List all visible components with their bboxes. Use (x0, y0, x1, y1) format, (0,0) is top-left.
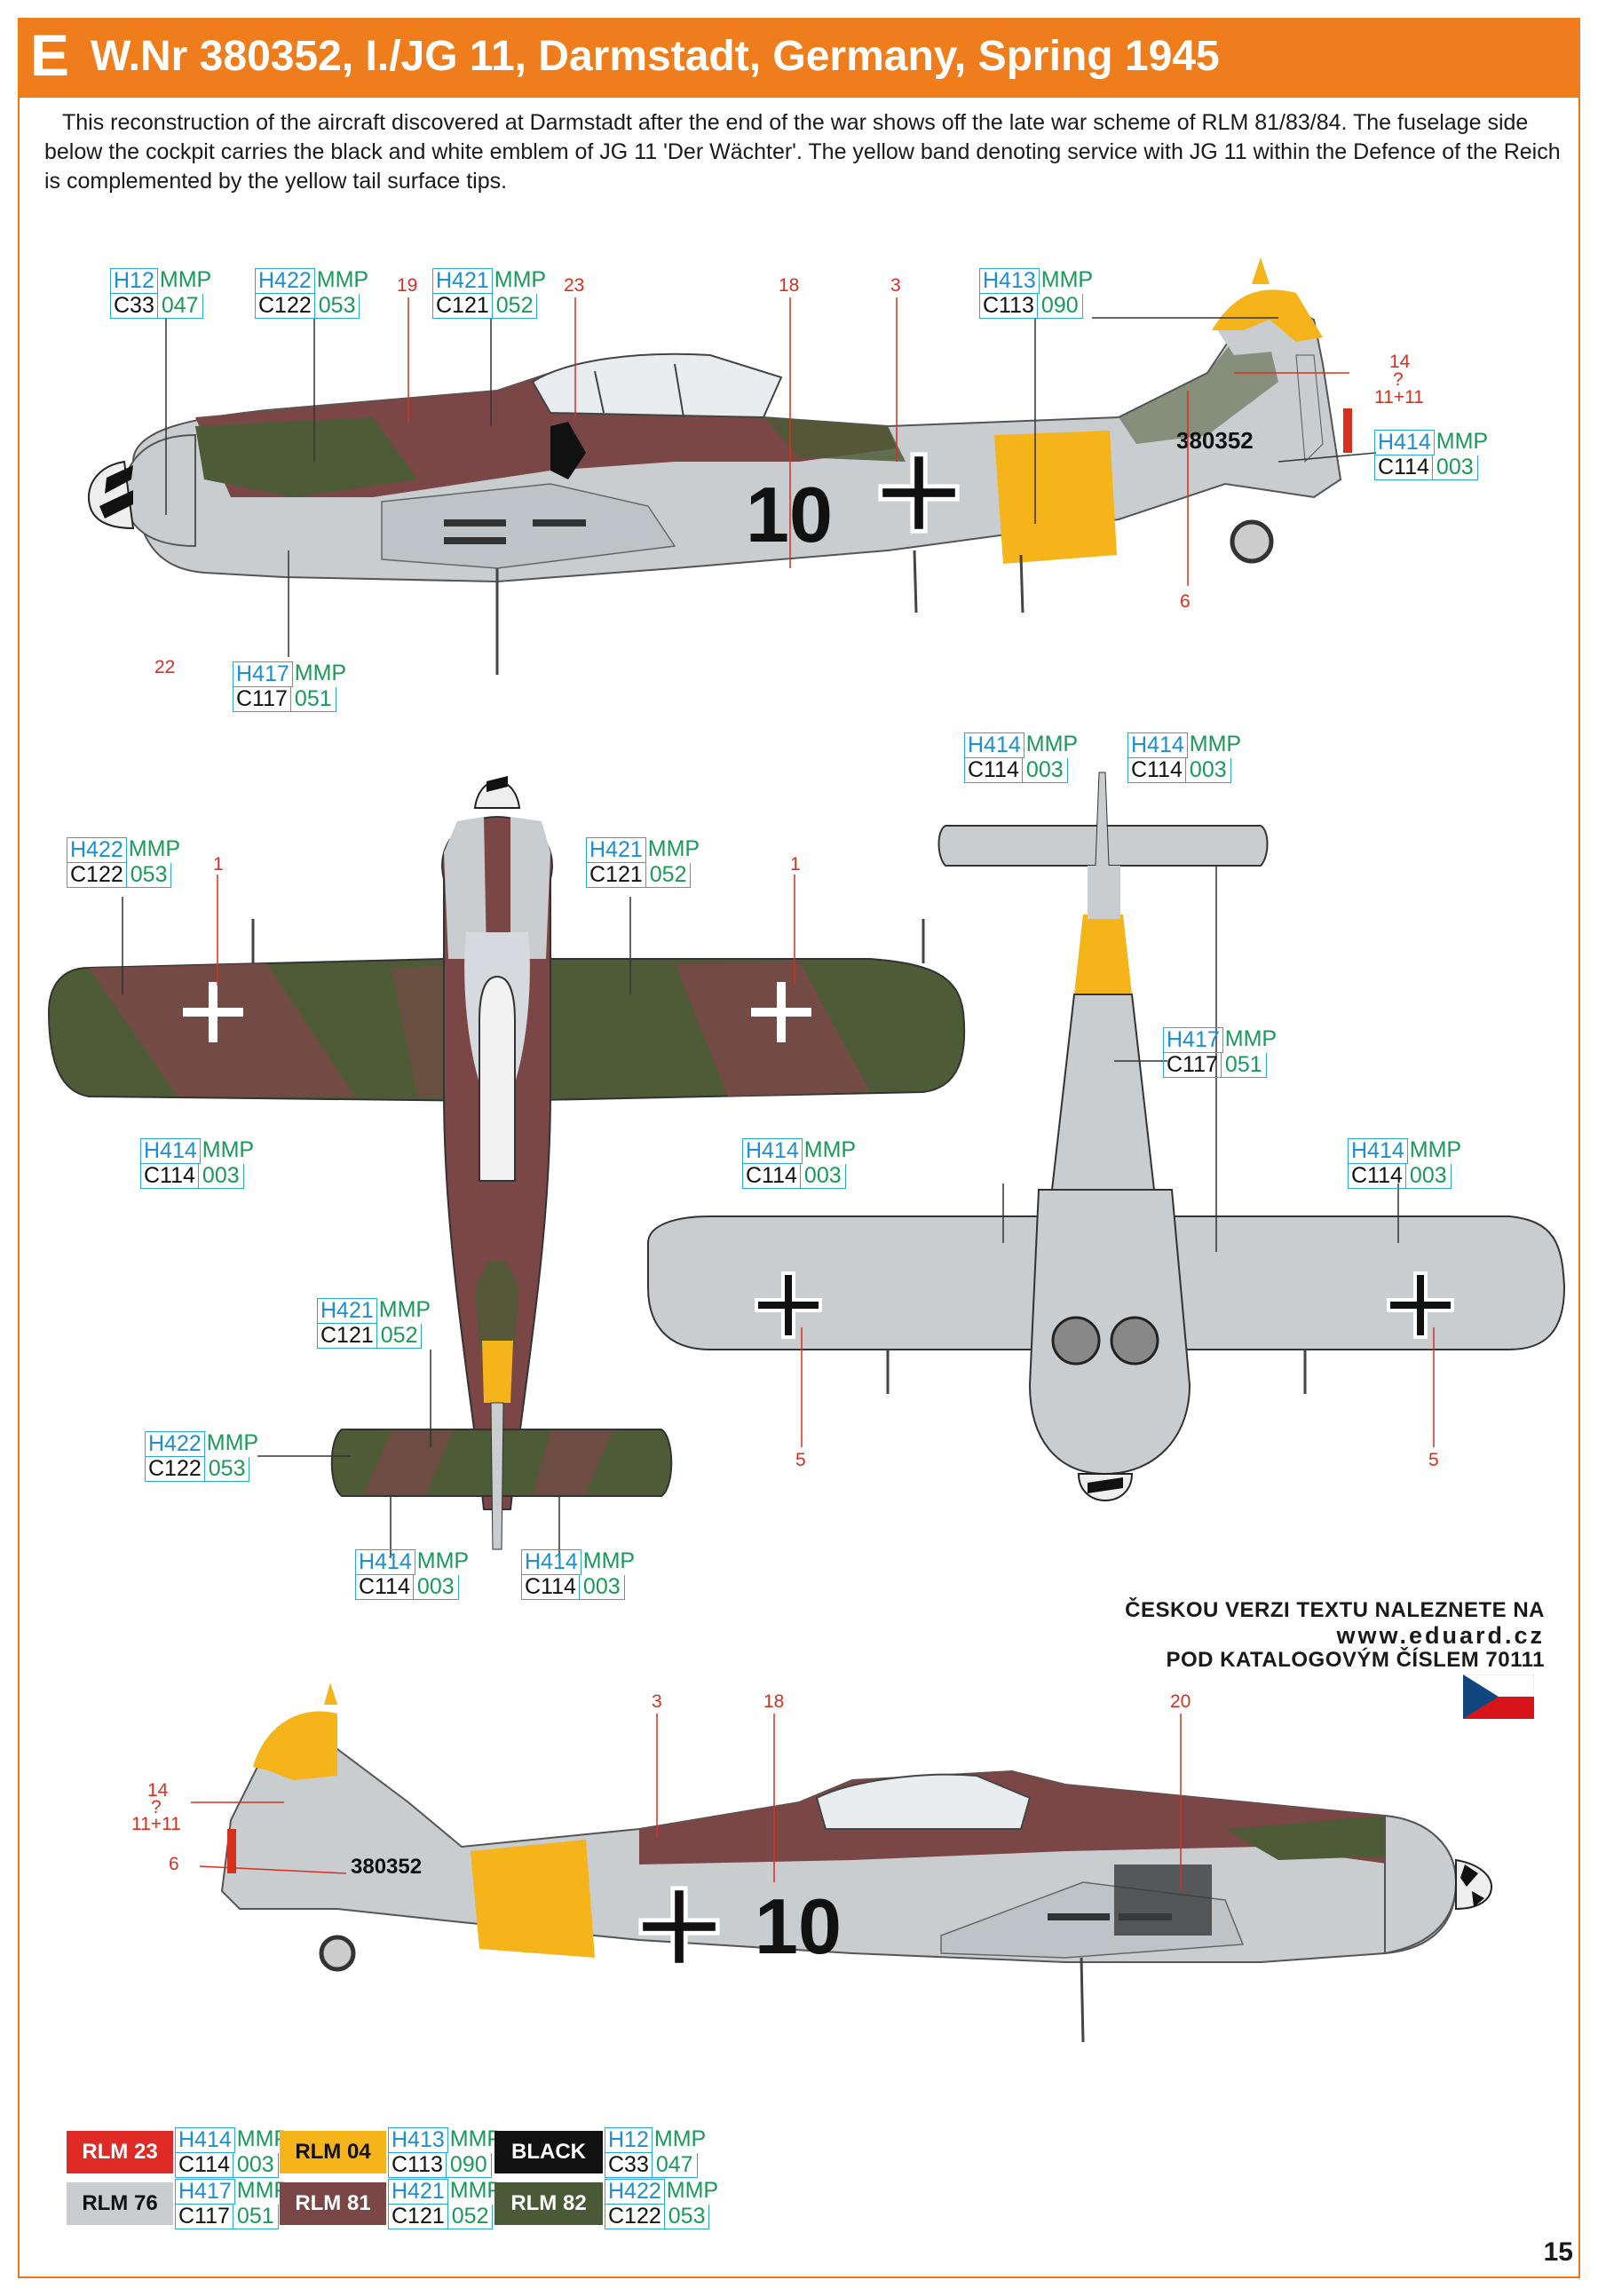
side-view-right: 10 380352 (220, 1682, 1493, 2043)
top-view (47, 776, 966, 1550)
callout-number: 5 (795, 1450, 806, 1470)
side-code-right: 10 (755, 1882, 842, 1970)
profile-title: W.Nr 380352, I./JG 11, Darmstadt, German… (91, 33, 1220, 80)
callout-number: 20 (1170, 1691, 1191, 1712)
callout-number: 14 (147, 1780, 169, 1801)
side-view-left: 10 380352 (87, 257, 1352, 675)
callout-number: 11+11 (1374, 387, 1424, 408)
callout-number: 5 (1428, 1450, 1439, 1470)
werknummer-left: 380352 (1176, 427, 1254, 454)
legend-swatch-rlm82: RLM 82 (494, 2182, 603, 2225)
side-code-left: 10 (746, 471, 833, 558)
callout-number: 1 (790, 854, 801, 875)
legend-swatch-black: BLACK (494, 2131, 603, 2173)
callout-number: 11+11 (131, 1814, 181, 1834)
profile-letter: E (30, 22, 70, 88)
callout-number: 23 (564, 275, 585, 296)
czech-version-note: ČESKOU VERZI TEXTU NALEZNETE NA www.edua… (1048, 1598, 1545, 1673)
callout-number: ? (151, 1797, 162, 1817)
intro-paragraph: This reconstruction of the aircraft disc… (44, 110, 1561, 194)
legend-swatch-rlm23: RLM 23 (67, 2131, 173, 2173)
callout-number: 3 (890, 275, 901, 296)
czech-flag-icon (1463, 1674, 1534, 1719)
callout-number: ? (1393, 369, 1404, 390)
callout-number: 6 (1180, 591, 1191, 612)
bottom-view (647, 772, 1566, 1501)
website-link[interactable]: www.eduard.cz (1336, 1622, 1545, 1649)
callout-number: 3 (652, 1691, 662, 1712)
callout-number: 1 (213, 854, 224, 875)
legend-swatch-rlm76: RLM 76 (67, 2182, 173, 2225)
callout-number: 18 (763, 1691, 785, 1712)
legend-swatch-rlm04: RLM 04 (280, 2131, 386, 2173)
legend-swatch-rlm81: RLM 81 (280, 2182, 386, 2225)
callout-number: 14 (1389, 352, 1411, 372)
callout-number: 19 (397, 275, 418, 296)
werknummer-right: 380352 (351, 1855, 422, 1879)
page-number: 15 (1543, 2237, 1573, 2267)
callout-number: 22 (154, 657, 176, 677)
red-leader-lines (191, 297, 1435, 1891)
callout-number: 6 (169, 1854, 179, 1874)
leader-lines (122, 317, 1399, 1558)
profile-header: E W.Nr 380352, I./JG 11, Darmstadt, Germ… (18, 18, 1580, 98)
callout-number: 18 (779, 275, 800, 296)
